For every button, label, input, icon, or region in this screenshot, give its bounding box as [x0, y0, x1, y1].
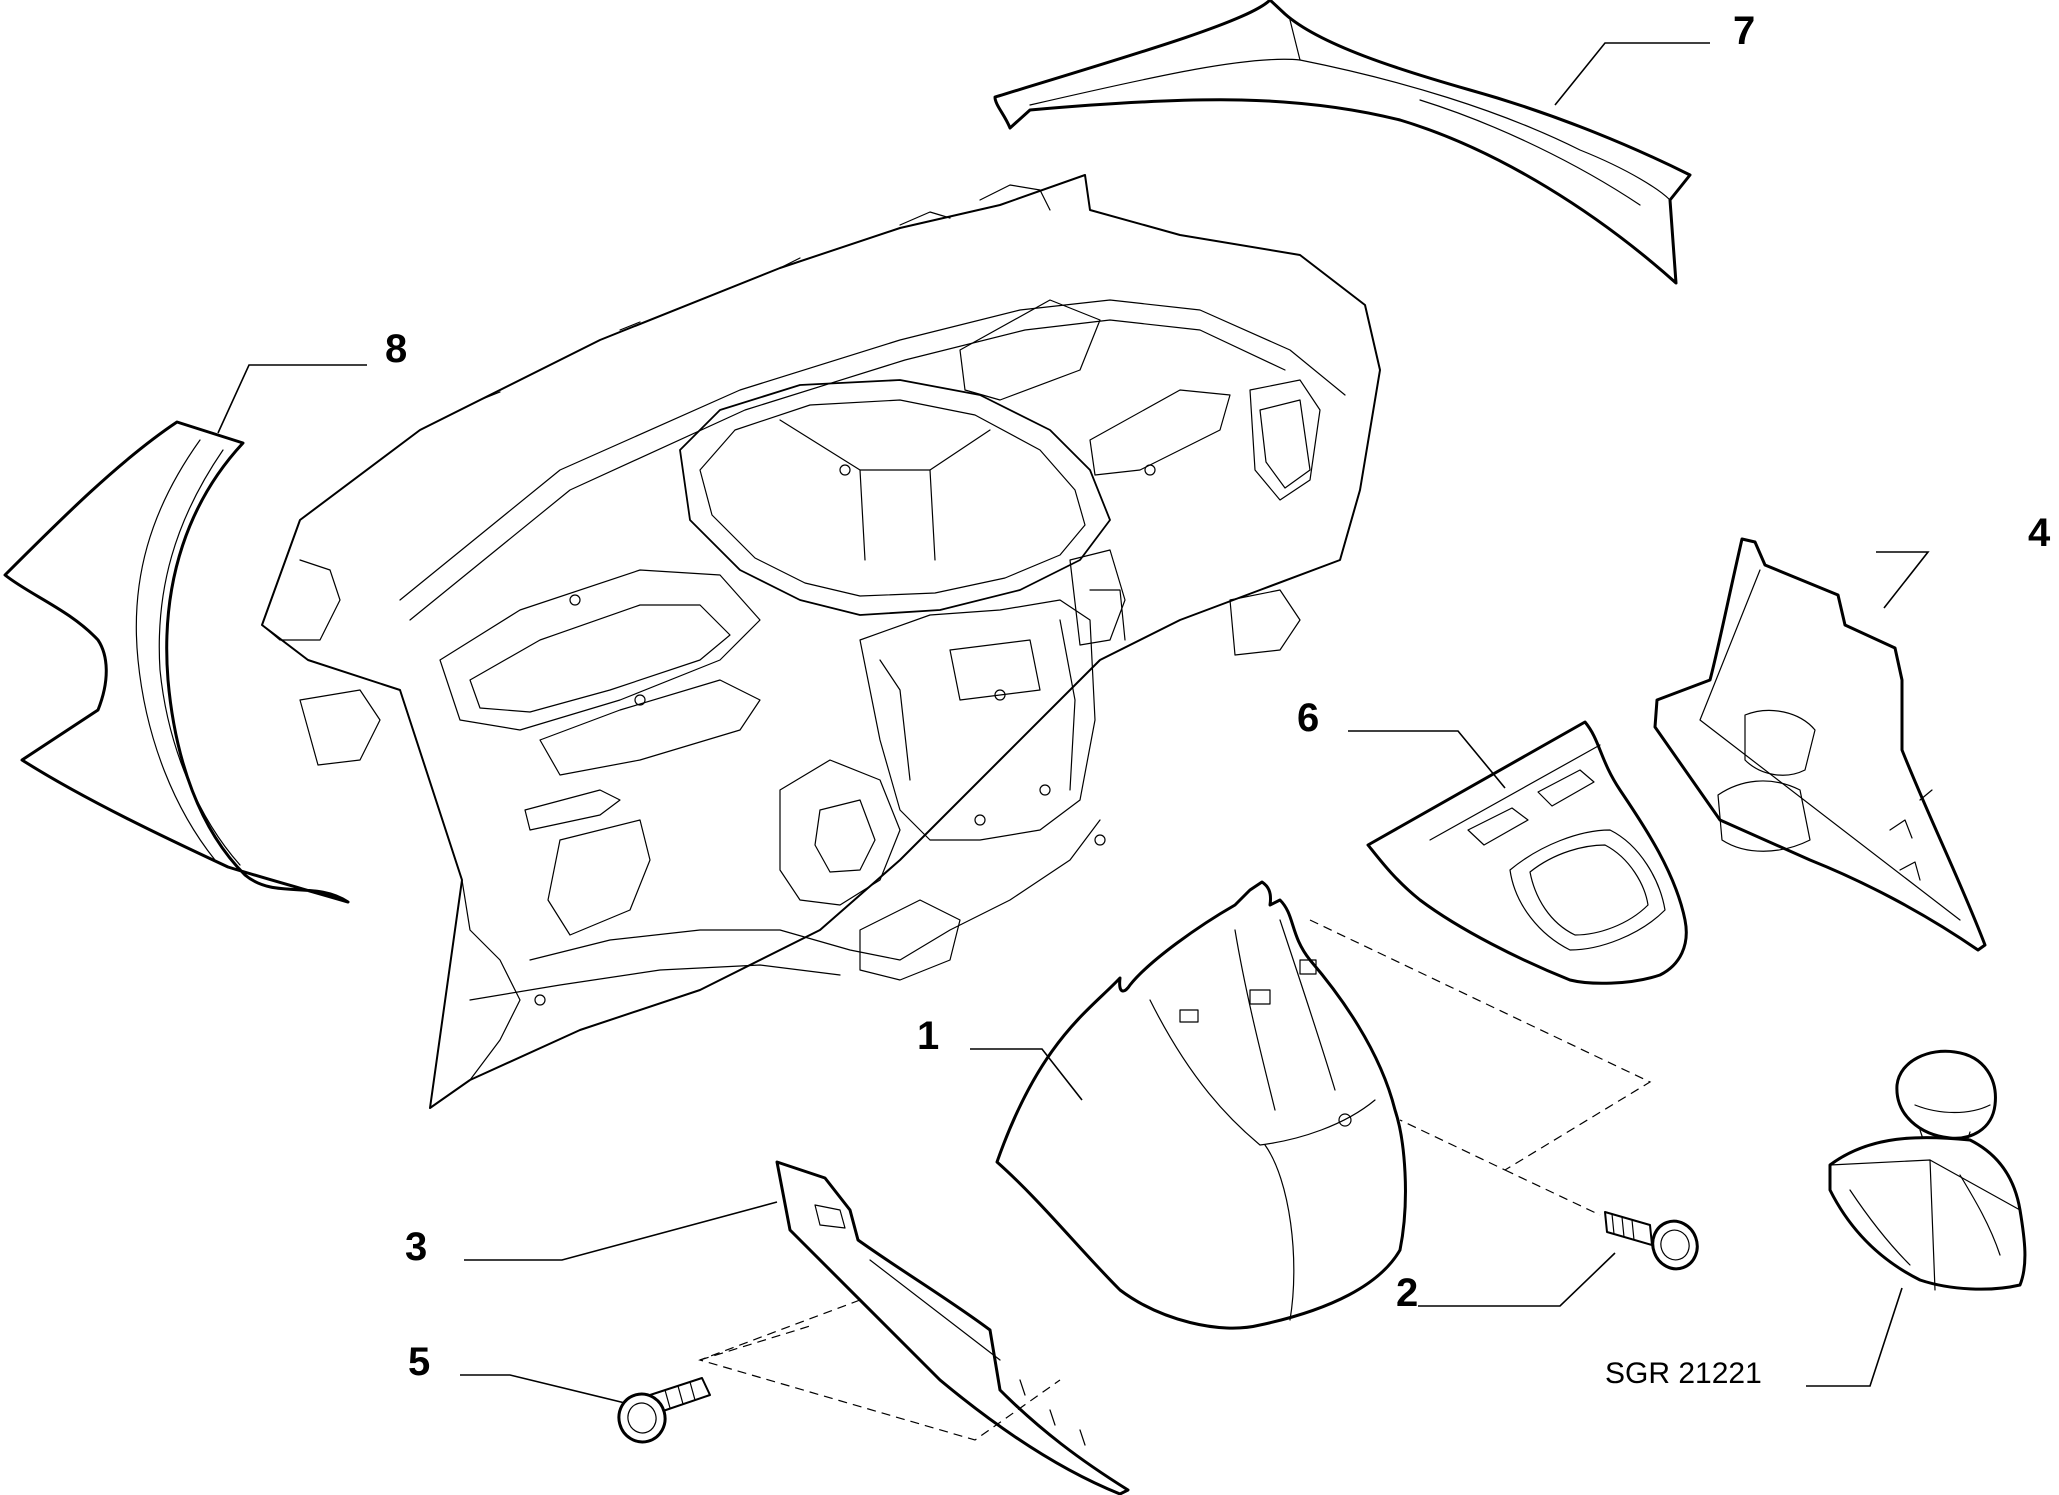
callout-7: 7 — [1733, 9, 1755, 53]
assembly-dashed-lines — [698, 919, 1652, 1441]
part-8-left-side-cover — [3, 420, 350, 904]
callout-8: 8 — [385, 327, 407, 371]
callout-4: 4 — [2028, 511, 2051, 555]
part-1-lower-console — [995, 880, 1407, 1330]
part-3-lower-trim-strip — [775, 1160, 1130, 1495]
callout-3: 3 — [405, 1225, 427, 1269]
part-6-shift-bezel — [1366, 720, 1688, 985]
gear-knob-and-boot — [1828, 1049, 2027, 1291]
callout-2: 2 — [1396, 1271, 1418, 1315]
part-4-right-trim-panel — [1653, 537, 1987, 952]
reference-code: SGR 21221 — [1605, 1357, 1762, 1390]
part-5-screw — [617, 1377, 711, 1444]
leader-lines — [217, 42, 1930, 1404]
callout-6: 6 — [1297, 696, 1319, 740]
callout-labels: 1 2 3 4 5 6 7 8 SGR 21221 — [385, 9, 2051, 1390]
callout-1: 1 — [917, 1014, 939, 1058]
part-7-top-cover — [993, 0, 1692, 285]
dashboard-assembly — [261, 174, 1381, 1109]
callout-5: 5 — [408, 1340, 430, 1384]
part-2-screw — [1604, 1211, 1699, 1271]
